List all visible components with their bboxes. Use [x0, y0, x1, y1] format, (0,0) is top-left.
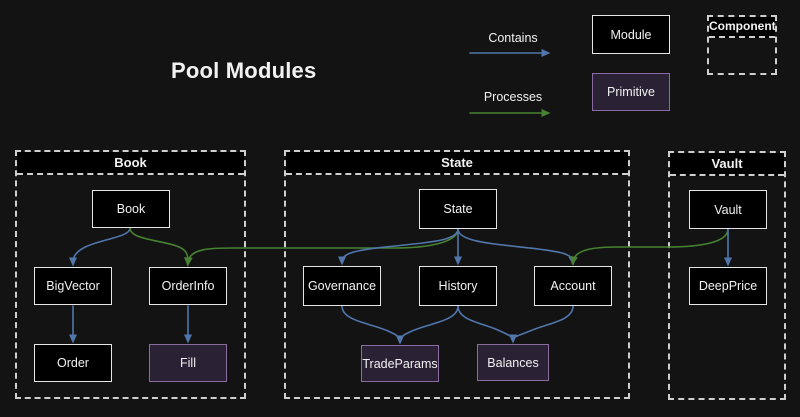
edge-state-account — [457, 228, 577, 266]
node-deepprice: DeepPrice — [689, 267, 767, 305]
node-orderinfo-label: OrderInfo — [161, 279, 215, 293]
node-state: State — [419, 189, 497, 229]
state-container-title: State — [286, 152, 628, 175]
node-bigvector-label: BigVector — [46, 279, 100, 293]
node-deepprice-label: DeepPrice — [698, 279, 758, 293]
node-order: Order — [34, 344, 112, 382]
node-history-label: History — [438, 279, 478, 293]
legend-module-label: Module — [610, 27, 652, 42]
legend-primitive-box: Primitive — [592, 73, 670, 111]
edge-history-tradeparams — [396, 305, 459, 345]
edge-vault-account — [570, 228, 729, 266]
edge-book-bigvector — [69, 227, 131, 267]
vault-container: Vault — [668, 151, 786, 400]
node-book: Book — [92, 190, 170, 228]
node-history: History — [419, 266, 497, 306]
page-title: Pool Modules — [171, 58, 317, 83]
edge-history-balances — [457, 305, 517, 344]
node-tradeparams: TradeParams — [361, 345, 439, 382]
node-order-label: Order — [57, 356, 89, 370]
legend-module-box: Module — [592, 15, 670, 54]
edge-governance-tradeparams — [341, 305, 404, 345]
node-account: Account — [534, 266, 612, 306]
node-governance: Governance — [303, 266, 381, 306]
edge-state-governance — [338, 228, 459, 266]
legend-component-box: Component — [707, 15, 777, 75]
node-governance-label: Governance — [307, 279, 377, 293]
node-state-label: State — [443, 202, 473, 216]
node-fill-label: Fill — [180, 356, 196, 370]
node-balances: Balances — [477, 344, 549, 381]
edge-book-orderinfo — [129, 227, 192, 267]
node-account-label: Account — [550, 279, 596, 293]
book-container: Book — [15, 150, 246, 399]
legend-processes-label: Processes — [483, 90, 543, 104]
node-orderinfo: OrderInfo — [149, 267, 227, 305]
vault-container-title: Vault — [670, 153, 784, 176]
legend-component-label: Component — [709, 17, 776, 38]
node-vault: Vault — [689, 190, 767, 229]
node-bigvector: BigVector — [34, 267, 112, 305]
node-balances-label: Balances — [487, 355, 539, 370]
legend-primitive-label: Primitive — [607, 85, 655, 99]
legend-contains-label: Contains — [488, 31, 538, 45]
node-book-label: Book — [116, 202, 146, 216]
node-fill: Fill — [149, 344, 227, 382]
edge-account-balances — [509, 305, 574, 344]
state-container: State — [284, 150, 630, 399]
edge-state-orderinfo — [184, 228, 459, 267]
node-vault-label: Vault — [714, 202, 742, 217]
book-container-title: Book — [17, 152, 244, 175]
node-tradeparams-label: TradeParams — [362, 356, 438, 371]
